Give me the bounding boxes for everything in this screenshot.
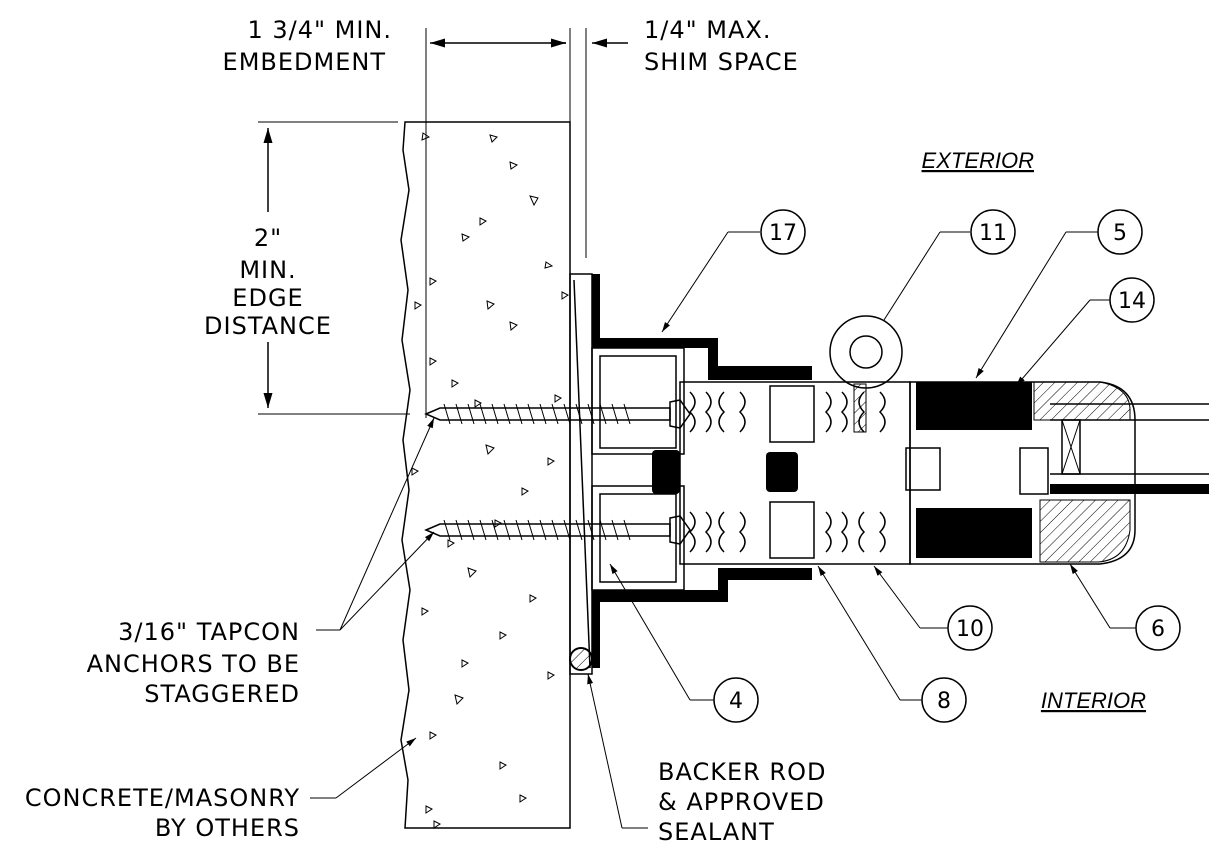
- shim-line-1: 1/4" MAX.: [644, 16, 772, 44]
- leader-lines: [310, 231, 1136, 829]
- backer-note-line-2: & APPROVED: [658, 788, 825, 816]
- anchors-note-line-1: 3/16" TAPCON: [118, 618, 300, 646]
- backer-note-line-3: SEALANT: [658, 818, 775, 845]
- callout-17: 17: [760, 209, 806, 255]
- backer-rod: [569, 647, 593, 671]
- callout-6-label: 6: [1151, 617, 1165, 642]
- embedment-line-1: 1 3/4" MIN.: [247, 16, 392, 44]
- edge-line-3: EDGE: [232, 284, 303, 312]
- shim-line-2: SHIM SPACE: [644, 48, 799, 76]
- callout-11: 11: [970, 209, 1016, 255]
- dimension-embedment: [425, 28, 571, 418]
- dimension-edge-distance: [258, 121, 410, 415]
- callout-10-label: 10: [956, 617, 984, 642]
- callout-14: 14: [1109, 277, 1155, 323]
- exterior-label: EXTERIOR: [922, 148, 1035, 173]
- glass-lite: [1050, 403, 1209, 494]
- mullion-profiles: [679, 381, 941, 565]
- tapcon-anchor-lower: [424, 515, 691, 545]
- callout-5-label: 5: [1113, 221, 1127, 246]
- callout-8-label: 8: [937, 689, 951, 714]
- hinge-pin: [829, 315, 903, 389]
- callout-14-label: 14: [1118, 289, 1146, 314]
- interior-label: INTERIOR: [1041, 688, 1146, 713]
- callout-10: 10: [947, 605, 993, 651]
- callout-4-label: 4: [729, 689, 743, 714]
- embedment-line-2: EMBEDMENT: [223, 48, 386, 76]
- callout-5: 5: [1097, 209, 1143, 255]
- receptor-frame: [591, 274, 812, 668]
- edge-line-1: 2": [254, 224, 282, 252]
- callout-17-label: 17: [769, 221, 797, 246]
- anchors-note-line-3: STAGGERED: [144, 680, 300, 708]
- concrete-note-line-2: BY OTHERS: [155, 814, 300, 842]
- callout-11-label: 11: [979, 221, 1007, 246]
- edge-line-4: DISTANCE: [204, 312, 332, 340]
- tapcon-anchor-upper: [424, 399, 691, 429]
- dimension-shim-space: [550, 28, 628, 258]
- concrete-block: [400, 121, 571, 829]
- anchors-note-line-2: ANCHORS TO BE: [87, 650, 300, 678]
- callout-8: 8: [921, 677, 967, 723]
- callout-6: 6: [1135, 605, 1181, 651]
- backer-note-line-1: BACKER ROD: [658, 758, 826, 786]
- edge-line-2: MIN.: [239, 256, 296, 284]
- callout-4: 4: [713, 677, 759, 723]
- shim-and-sealant: [569, 273, 593, 675]
- sash-frame: [909, 381, 1136, 565]
- concrete-note-line-1: CONCRETE/MASONRY: [25, 784, 300, 812]
